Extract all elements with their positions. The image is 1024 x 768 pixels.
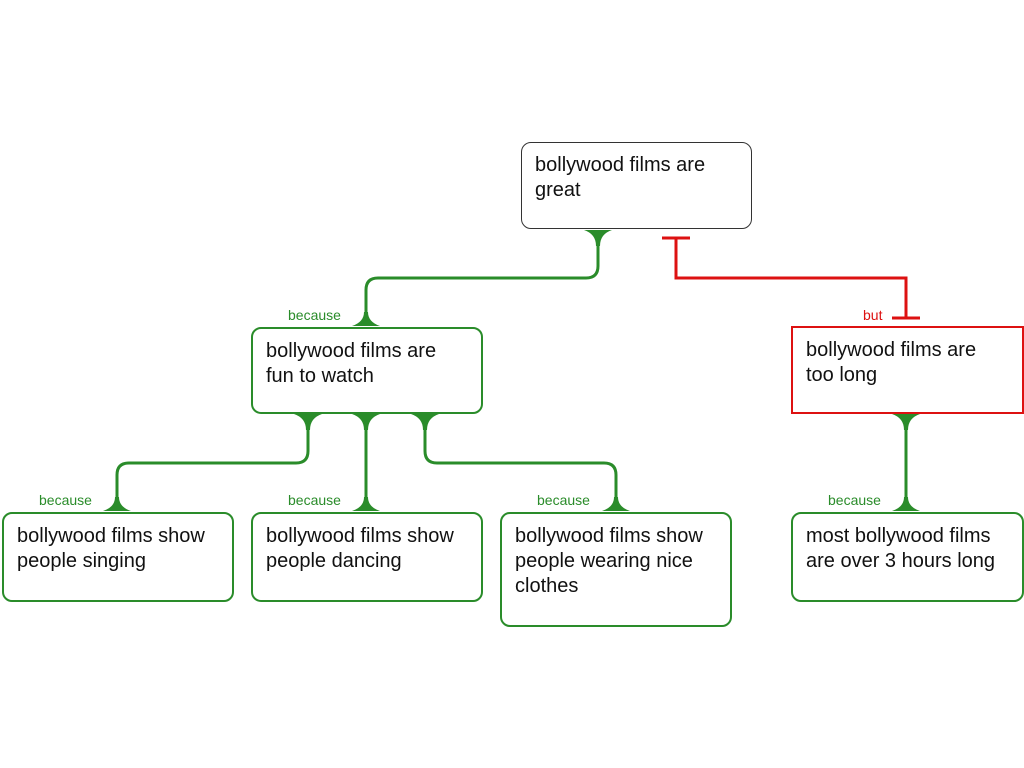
arrow-foot-hours-base: [892, 497, 920, 511]
reason-node-dancing[interactable]: bollywood films show people dancing: [251, 512, 483, 602]
objection-node-too-long[interactable]: bollywood films are too long: [791, 326, 1024, 414]
reason-node-singing[interactable]: bollywood films show people singing: [2, 512, 234, 602]
arrow-foot-dancing-base: [352, 497, 380, 511]
edge-label-dancing-to-fun: because: [288, 492, 341, 508]
arrow-foot-fun-base: [352, 312, 380, 326]
arrow-foot-fun-singing: [294, 414, 322, 430]
claim-node-root[interactable]: bollywood films are great: [521, 142, 752, 229]
connector-clothes-to-fun: [423, 416, 618, 509]
connector-fun-to-root: [364, 233, 600, 324]
arrow-foot-clothes-base: [602, 497, 630, 511]
arrow-foot-fun-dancing: [352, 414, 380, 430]
edge-label-clothes-to-fun: because: [537, 492, 590, 508]
edge-label-hours-to-long: because: [828, 492, 881, 508]
connector-singing-to-fun: [115, 416, 310, 509]
reason-node-over-3-hours[interactable]: most bollywood films are over 3 hours lo…: [791, 512, 1024, 602]
edge-label-long-to-root: but: [863, 307, 883, 323]
arrow-foot-singing-base: [103, 497, 131, 511]
connector-long-to-root: [674, 238, 908, 318]
edge-label-singing-to-fun: because: [39, 492, 92, 508]
edge-label-fun-to-root: because: [288, 307, 341, 323]
arrow-foot-root-support: [584, 230, 612, 246]
arrow-foot-long-hours: [892, 414, 920, 430]
reason-node-fun-to-watch[interactable]: bollywood films are fun to watch: [251, 327, 483, 414]
arrow-foot-fun-clothes: [411, 414, 439, 430]
reason-node-clothes[interactable]: bollywood films show people wearing nice…: [500, 512, 732, 627]
